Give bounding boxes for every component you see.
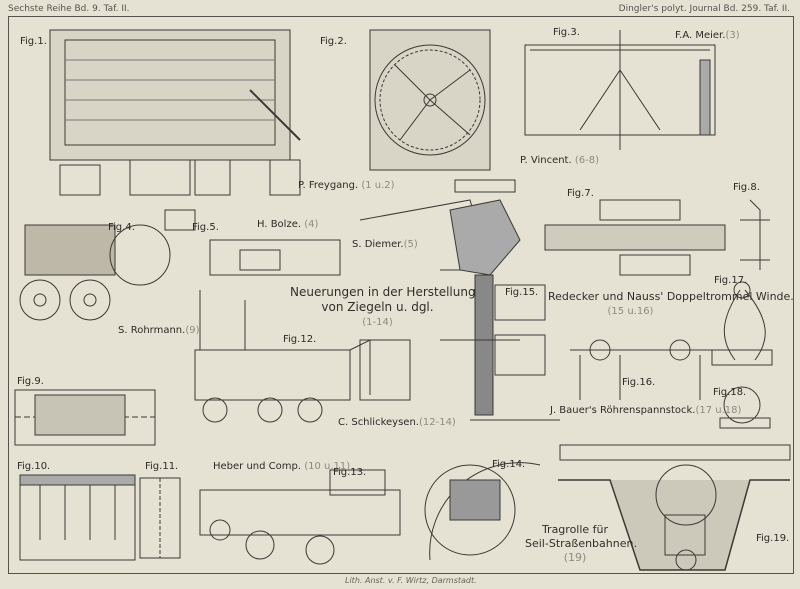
credit-ref: (3) [725,30,740,41]
credit-ref: (10 u.11) [304,461,351,472]
fig11-drawing [139,477,181,559]
credit-meier: F.A. Meier.(3) [675,30,740,41]
credit-ref: (12-14) [418,417,456,428]
credit-ref: (6-8) [574,155,599,166]
credit-diemer: S. Diemer.(5) [352,239,418,250]
fig16-label: Fig.16. [622,377,656,388]
header-right: Dingler's polyt. Journal Bd. 259. Taf. I… [618,4,790,14]
main-title-range: (1-14) [362,317,393,328]
fig1-kiln-drawing [49,29,301,196]
credit-line2: Seil-Straßenbahnen. [525,537,637,550]
credit-ref: (17 u.18) [695,405,742,416]
fig17-label: Fig.17. [714,275,748,286]
fig9-label: Fig.9. [17,376,44,387]
main-title: Neuerungen in der Herstellung von Ziegel… [290,285,476,330]
fig11-label: Fig.11. [145,461,179,472]
fig14-label: Fig.14. [492,459,526,470]
lithographer-credit: Lith. Anst. v. F. Wirtz, Darmstadt. [345,576,477,585]
fig13-label: Fig.13. [333,467,367,478]
credit-name: S. Diemer. [352,239,404,250]
credit-heber: Heber und Comp. (10 u.11) [213,461,350,472]
credit-redecker: Redecker und Nauss' Doppeltrommel Winde.… [548,289,794,319]
credit-tragrolle: Tragrolle für Seil-Straßenbahnen. (19) [525,523,637,565]
fig15-drawing [440,274,560,421]
credit-ref: (4) [304,219,319,230]
credit-ref: (19) [563,551,587,564]
fig6-drawing [359,179,521,276]
fig1-label: Fig.1. [20,36,47,47]
credit-name: J. Bauer's Röhrenspannstock. [550,405,696,416]
fig10-drawing [19,474,136,561]
fig12-drawing [194,290,411,423]
header-left: Sechste Reihe Bd. 9. Taf. II. [8,4,130,14]
fig4-drawing [19,224,171,321]
fig19-label: Fig.19. [756,533,790,544]
credit-name: Heber und Comp. [213,461,302,472]
credit-name: F.A. Meier. [675,30,726,41]
fig14-drawing [424,462,541,561]
fig13-drawing [199,469,401,565]
credit-schlickeysen: C. Schlickeysen.(12-14) [338,417,456,428]
fig2-label: Fig.2. [320,36,347,47]
fig5-label: Fig.5. [192,222,219,233]
credit-name: P. Freygang. [298,180,359,191]
fig19-drawing [558,444,791,571]
credit-name: H. Bolze. [257,219,302,230]
credit-rohrmann: S. Rohrmann.(9) [118,325,200,336]
credit-name: S. Rohrmann. [118,325,186,336]
fig2-wheel-drawing [369,29,491,171]
fig16-drawing [570,339,720,400]
credit-vincent: P. Vincent. (6-8) [520,155,599,166]
fig3-label: Fig.3. [553,27,580,38]
fig10-label: Fig.10. [17,461,51,472]
credit-freygang: P. Freygang. (1 u.2) [298,180,395,191]
plate-frame [8,16,794,574]
credit-name: C. Schlickeysen. [338,417,419,428]
fig8-label: Fig.8. [733,182,760,193]
fig17-drawing [711,281,773,366]
fig15-label: Fig.15. [505,287,539,298]
credit-line1: Tragrolle für [541,523,609,536]
fig9-drawing [14,389,156,446]
fig12-label: Fig.12. [283,334,317,345]
fig18-label: Fig.18. [713,387,747,398]
credit-name: P. Vincent. [520,155,572,166]
fig7-label: Fig.7. [567,188,594,199]
main-title-line1: Neuerungen in der Herstellung [290,285,476,299]
fig3-drawing [524,30,716,150]
credit-bolze: H. Bolze. (4) [257,219,318,230]
credit-bauer: J. Bauer's Röhrenspannstock.(17 u.18) [550,405,741,416]
credit-ref: (9) [185,325,200,336]
fig18-drawing [719,386,771,429]
fig8-drawing [740,199,770,270]
fig4-label: Fig.4. [108,222,135,233]
credit-ref: (1 u.2) [361,180,395,191]
credit-name: Redecker und Nauss' Doppeltrommel Winde. [548,290,794,303]
credit-ref: (15 u.16) [607,306,654,317]
credit-ref: (5) [403,239,418,250]
fig5-drawing [164,209,341,276]
fig7-drawing [544,199,726,276]
main-title-line2: von Ziegeln u. dgl. [321,300,434,314]
